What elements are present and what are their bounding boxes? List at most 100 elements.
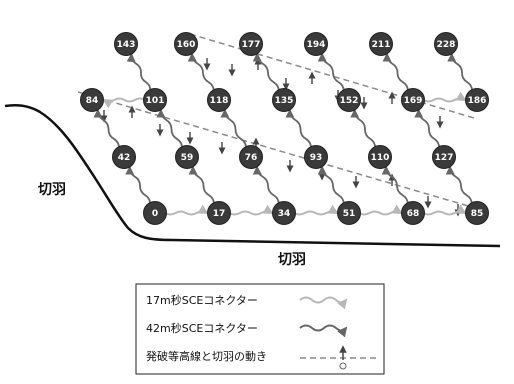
connector-42ms: [350, 108, 377, 150]
connector-17ms: [422, 91, 467, 103]
blast-hole-marker: [465, 201, 489, 225]
legend-swatch-17ms: [299, 296, 348, 310]
connector-17ms: [102, 97, 146, 109]
blast-hole-delay-label: 186: [468, 96, 487, 106]
blast-hole: 17: [207, 201, 231, 225]
legend-swatch-42ms: [299, 324, 348, 338]
blast-hole: 127: [432, 145, 456, 169]
blast-hole-marker: [304, 32, 328, 56]
blast-hole: 42: [112, 145, 136, 169]
blast-hole: 135: [272, 88, 296, 112]
blast-hole-marker: [207, 201, 231, 225]
blast-hole-delay-label: 177: [242, 40, 261, 50]
connectors: [93, 52, 474, 216]
blast-hole-marker: [369, 32, 393, 56]
blast-hole: 84: [80, 88, 104, 112]
free-face-label-left: 切羽: [38, 182, 66, 198]
blast-hole-marker: [174, 32, 198, 56]
blast-hole: 152: [337, 88, 361, 112]
legend-label-17ms: 17m秒SCEコネクター: [146, 293, 258, 307]
blast-hole-marker: [401, 88, 425, 112]
connector-42ms: [156, 108, 183, 150]
blast-hole-delay-label: 118: [210, 96, 229, 106]
blast-hole: 34: [272, 201, 296, 225]
blast-hole-delay-label: 160: [177, 40, 196, 50]
free-face-label-bottom: 切羽: [278, 252, 306, 268]
blast-hole-delay-label: 127: [435, 153, 454, 163]
blast-hole: 118: [207, 88, 231, 112]
blast-hole-marker: [112, 145, 136, 169]
connector-42ms: [125, 165, 152, 206]
legend: 17m秒SCEコネクター 42m秒SCEコネクター 発破等高線と切羽の動き: [135, 283, 385, 375]
blast-hole-marker: [143, 201, 167, 225]
connector-42ms: [447, 52, 474, 93]
blast-hole-delay-label: 85: [471, 209, 484, 219]
blast-hole-marker: [239, 145, 263, 169]
blast-hole-delay-label: 110: [371, 153, 390, 163]
connector-42ms: [220, 108, 247, 150]
connector-42ms: [93, 108, 120, 150]
blast-hole: 160: [174, 32, 198, 56]
blast-hole-marker: [207, 88, 231, 112]
connector-42ms: [285, 108, 312, 150]
blast-hole-marker: [239, 32, 263, 56]
blast-hole: 51: [337, 201, 361, 225]
blast-hole: 143: [114, 32, 138, 56]
blast-hole: 85: [465, 201, 489, 225]
blast-hole: 228: [434, 32, 458, 56]
legend-label-contour: 発破等高線と切羽の動き: [146, 349, 267, 363]
blast-hole-delay-label: 42: [118, 153, 131, 163]
blast-hole-marker: [143, 88, 167, 112]
blast-hole-delay-label: 68: [407, 209, 420, 219]
blast-hole-delay-label: 194: [307, 40, 326, 50]
blast-contour-line: [189, 33, 475, 119]
blast-hole-delay-label: 17: [213, 209, 226, 219]
blast-hole-marker: [272, 201, 296, 225]
blast-hole-delay-label: 169: [404, 96, 423, 106]
blast-hole-delay-label: 0: [152, 209, 158, 219]
blast-hole-marker: [337, 88, 361, 112]
blast-hole: 186: [465, 88, 489, 112]
connector-42ms: [252, 52, 280, 93]
blast-hole: 59: [175, 145, 199, 169]
blast-hole-marker: [272, 88, 296, 112]
blast-hole-delay-label: 84: [86, 96, 99, 106]
connector-42ms: [252, 165, 280, 206]
connector-42ms: [414, 108, 441, 150]
connector-42ms: [126, 52, 152, 92]
blast-hole: 0: [143, 201, 167, 225]
free-face-boundary: [4, 104, 501, 248]
connector-42ms: [317, 52, 345, 93]
blast-hole-marker: [401, 201, 425, 225]
blast-hole-marker: [434, 32, 458, 56]
blast-hole: 169: [401, 88, 425, 112]
connector-42ms: [382, 52, 409, 93]
blast-hole-marker: [368, 145, 392, 169]
connector-42ms: [188, 165, 215, 206]
blast-hole-marker: [80, 88, 104, 112]
connector-42ms: [445, 165, 473, 206]
blast-holes: 143 160 177 194 211 228 84 101 118 135 152 169 186 42…: [80, 32, 489, 225]
blast-hole-delay-label: 76: [245, 153, 258, 163]
blast-hole: 76: [239, 145, 263, 169]
blast-hole: 177: [239, 32, 263, 56]
blast-hole: 110: [368, 145, 392, 169]
blast-hole-delay-label: 211: [372, 40, 391, 50]
connector-17ms: [164, 204, 209, 216]
connector-17ms: [293, 204, 339, 216]
legend-label-42ms: 42m秒SCEコネクター: [146, 321, 258, 335]
blast-hole-marker: [114, 32, 138, 56]
blast-hole-marker: [337, 201, 361, 225]
blast-hole-marker: [465, 88, 489, 112]
blast-hole-marker: [304, 145, 328, 169]
blast-hole-delay-label: 101: [146, 96, 165, 106]
blast-hole: 101: [143, 88, 167, 112]
blast-hole: 93: [304, 145, 328, 169]
legend-swatch-hole: [339, 362, 347, 370]
connector-17ms: [228, 204, 274, 216]
blast-hole-delay-label: 59: [181, 153, 194, 163]
connector-42ms: [381, 165, 409, 206]
blast-hole-marker: [432, 145, 456, 169]
blast-contour-line: [77, 91, 483, 211]
